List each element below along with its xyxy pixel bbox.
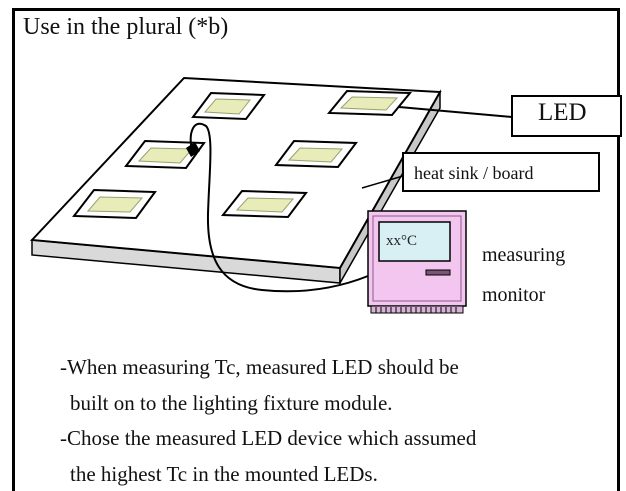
monitor-base	[370, 305, 464, 314]
measuring-monitor	[367, 210, 467, 314]
heat-sink-callout-label: heat sink / board	[414, 163, 534, 183]
led-callout-label: LED	[538, 99, 587, 126]
heat-sink-callout-line	[361, 175, 404, 189]
led-callout-box	[511, 95, 622, 137]
led-package	[220, 189, 308, 219]
monitor-label-line2: monitor	[482, 284, 546, 306]
led-callout-line	[398, 106, 513, 118]
note-1-line2: built on to the lighting fixture module.	[70, 391, 393, 415]
note-1-line1: -When measuring Tc, measured LED should …	[60, 355, 459, 379]
thermocouple-probe	[186, 142, 200, 157]
monitor-screen	[378, 221, 451, 262]
figure-heading: Use in the plural (*b)	[23, 14, 229, 40]
monitor-vents	[375, 307, 457, 313]
led-package	[326, 89, 413, 117]
monitor-readout: xx°C	[386, 233, 418, 249]
probe-cable	[189, 122, 369, 293]
led-package	[274, 139, 358, 169]
led-package	[72, 188, 157, 220]
note-2-line2: the highest Tc in the mounted LEDs.	[70, 462, 378, 486]
heat-sink-callout-box	[402, 152, 600, 192]
heat-sink-board	[29, 76, 442, 270]
led-package	[191, 91, 266, 121]
monitor-label-line1: measuring	[482, 244, 566, 266]
led-package	[124, 139, 206, 170]
monitor-slot	[425, 269, 451, 276]
note-2-line1: -Chose the measured LED device which ass…	[60, 426, 477, 450]
